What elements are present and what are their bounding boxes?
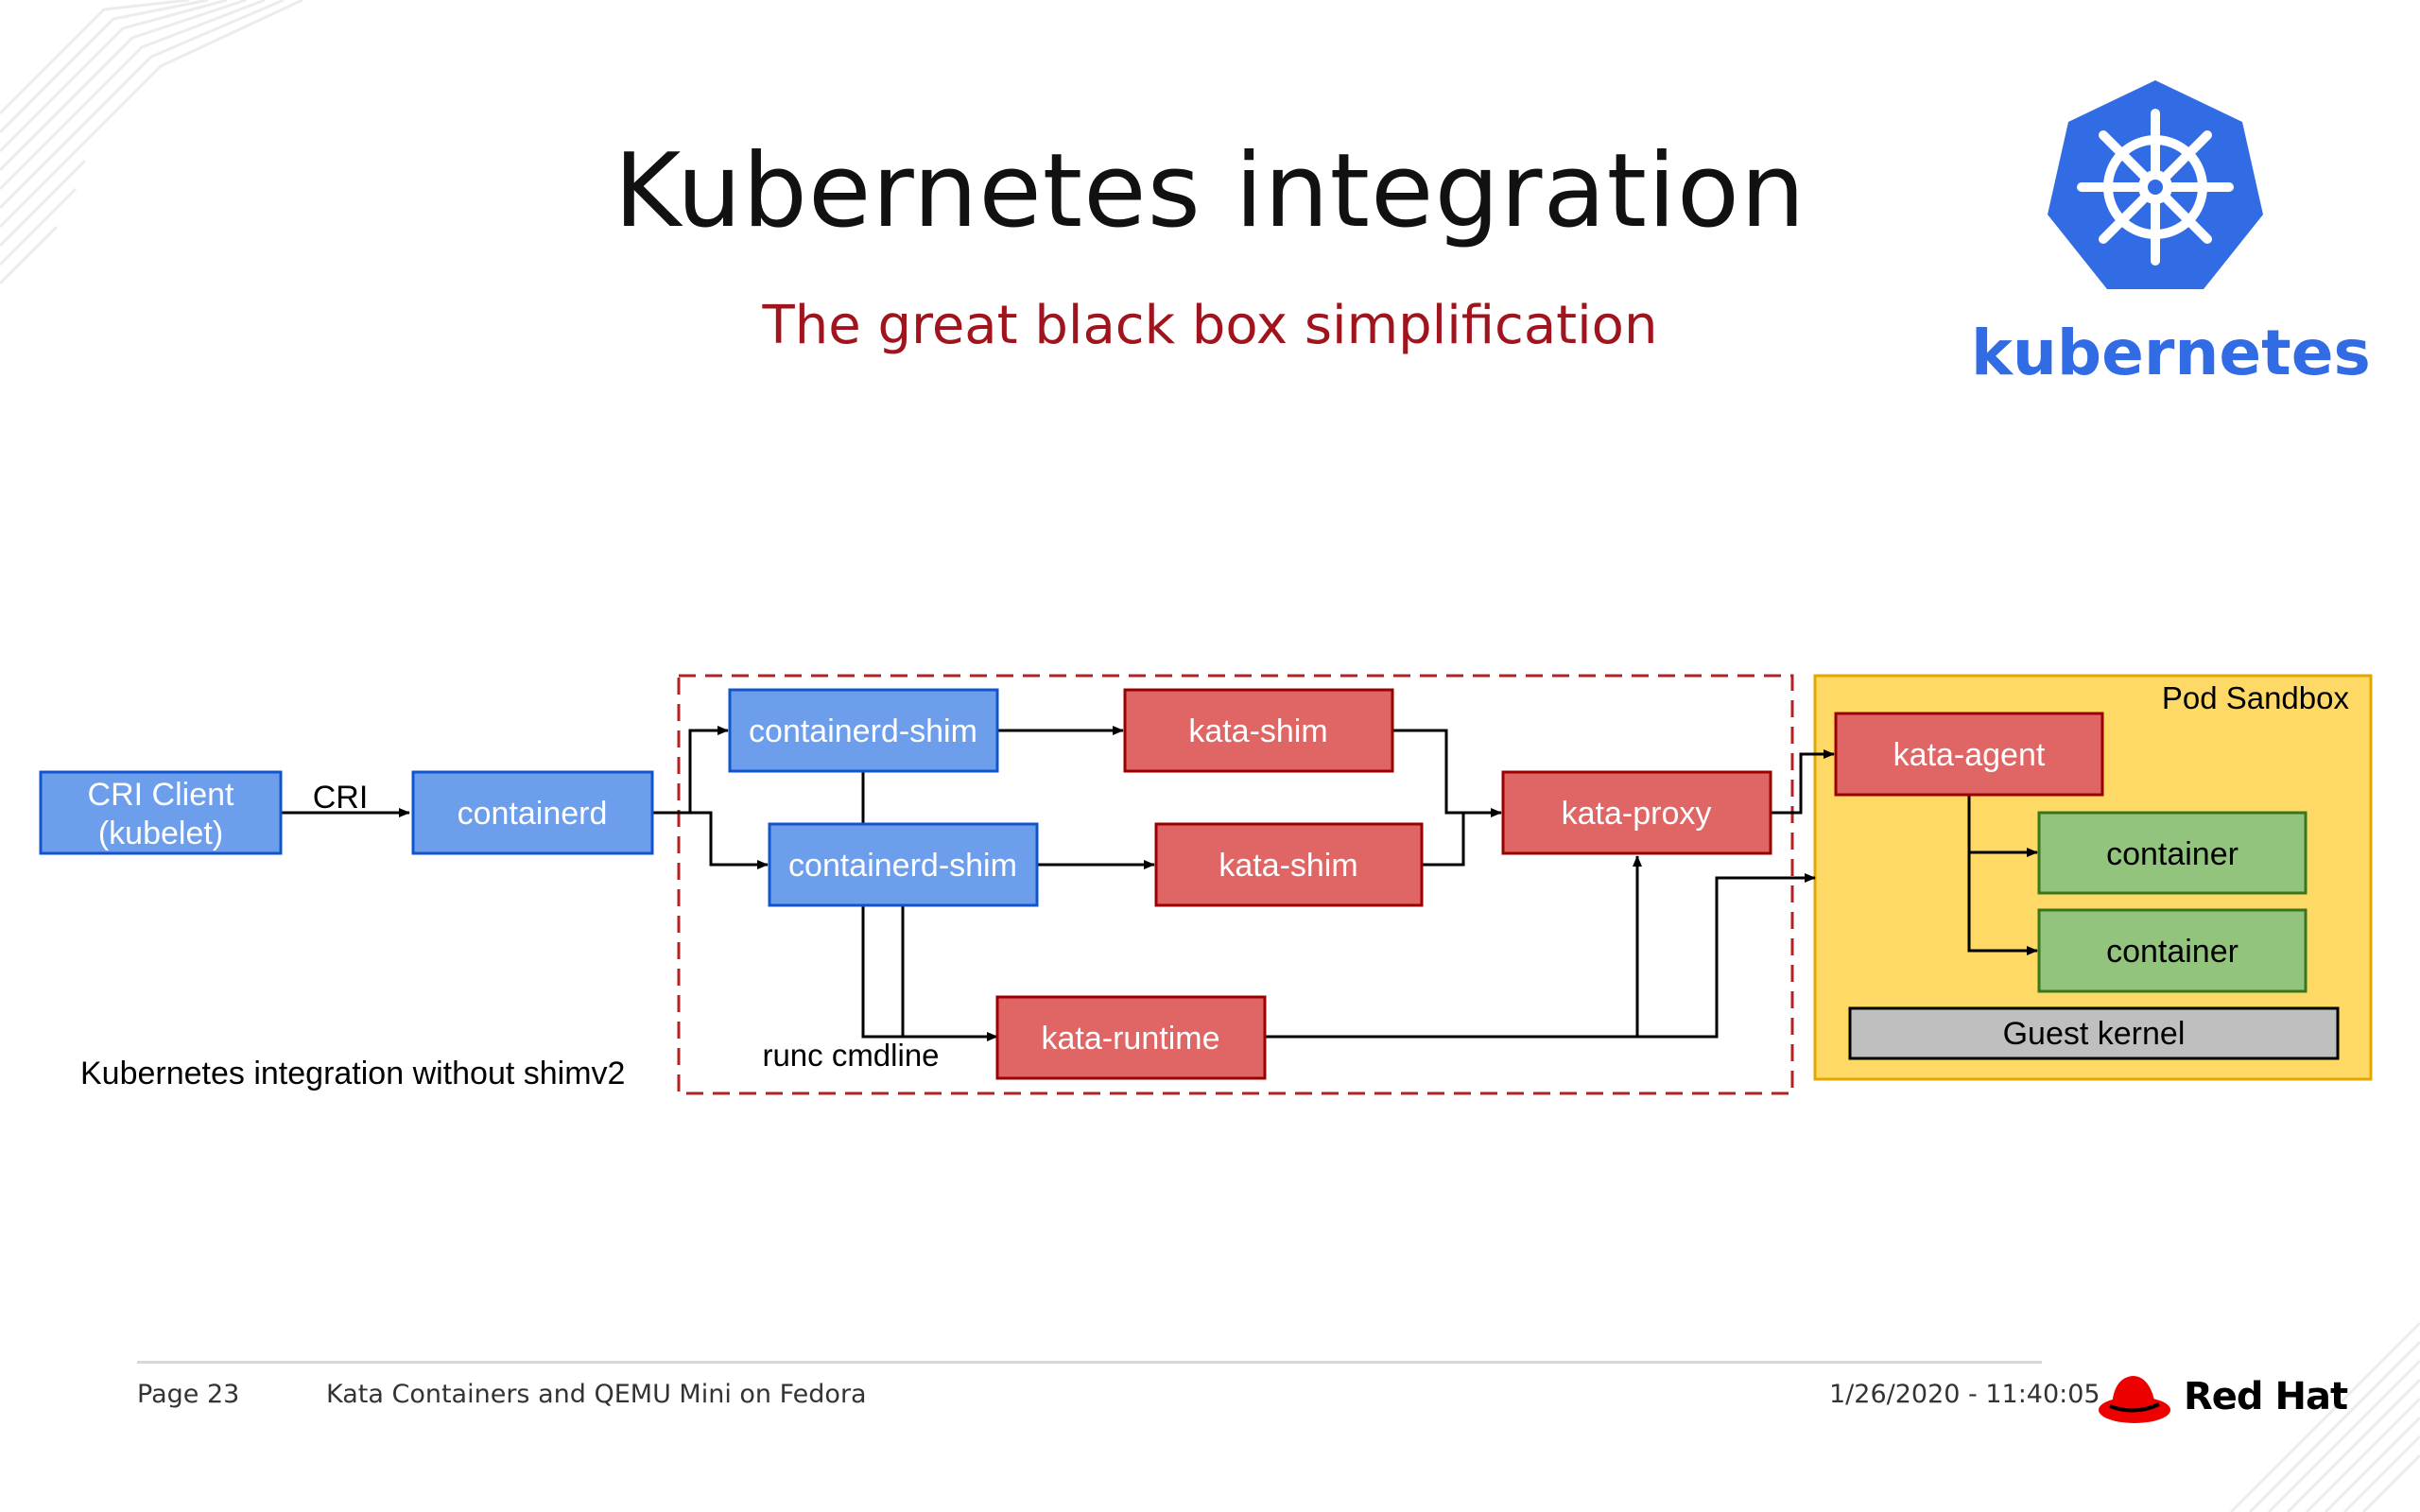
kata-shim-label-2: kata-shim <box>1219 848 1357 884</box>
kata-runtime-label: kata-runtime <box>1042 1021 1220 1057</box>
container-label-2: container <box>2106 934 2238 970</box>
container-box-1: container <box>2037 811 2308 895</box>
containerd-shim-box-1: containerd-shim <box>728 688 999 773</box>
footer-divider <box>137 1361 2042 1364</box>
slide-title: Kubernetes integration <box>614 132 1806 250</box>
cri-client-label-line1: CRI Client <box>88 777 234 813</box>
runc-cmdline-label: runc cmdline <box>762 1038 939 1073</box>
footer-presentation-title: Kata Containers and QEMU Mini on Fedora <box>326 1380 867 1409</box>
redhat-logo-icon <box>2099 1376 2170 1423</box>
guest-kernel-label: Guest kernel <box>2003 1016 2186 1052</box>
diagram-caption: Kubernetes integration without shimv2 <box>80 1056 625 1091</box>
cri-client-label-line2: (kubelet) <box>98 816 223 851</box>
slide-subtitle: The great black box simplification <box>762 295 1658 356</box>
kata-proxy-label: kata-proxy <box>1562 796 1712 832</box>
pod-sandbox-label: Pod Sandbox <box>2162 680 2350 715</box>
containerd-label: containerd <box>458 796 608 832</box>
kata-agent-label: kata-agent <box>1893 737 2046 773</box>
redhat-wordmark: Red Hat <box>2184 1375 2348 1418</box>
containerd-shim-label-1: containerd-shim <box>749 713 977 749</box>
container-label-1: container <box>2106 836 2238 872</box>
kata-agent-box: kata-agent <box>1834 712 2104 797</box>
kata-shim-box-1: kata-shim <box>1123 688 1394 773</box>
containerd-box: containerd <box>411 770 654 855</box>
kata-shim-box-2: kata-shim <box>1154 822 1424 907</box>
container-box-2: container <box>2037 908 2308 993</box>
guest-kernel-box: Guest kernel <box>1848 1006 2340 1060</box>
footer-page-number: Page 23 <box>137 1380 240 1409</box>
kata-shim-label-1: kata-shim <box>1188 713 1327 749</box>
footer-datetime: 1/26/2020 - 11:40:05 <box>1829 1380 2100 1409</box>
kata-runtime-box: kata-runtime <box>995 995 1267 1080</box>
cri-client-box: CRI Client (kubelet) <box>39 770 283 855</box>
kubernetes-wordmark: kubernetes <box>1971 317 2371 389</box>
containerd-shim-box-2: containerd-shim <box>768 822 1039 907</box>
kubernetes-logo-icon <box>2048 80 2263 289</box>
cri-edge-label: CRI <box>313 780 369 816</box>
containerd-shim-label-2: containerd-shim <box>788 848 1017 884</box>
kata-proxy-box: kata-proxy <box>1501 770 1772 855</box>
shim-boundary-dashed <box>677 674 1794 1095</box>
corner-pattern-bottom-right <box>2229 1321 2420 1512</box>
corner-pattern-top-left <box>0 0 303 285</box>
